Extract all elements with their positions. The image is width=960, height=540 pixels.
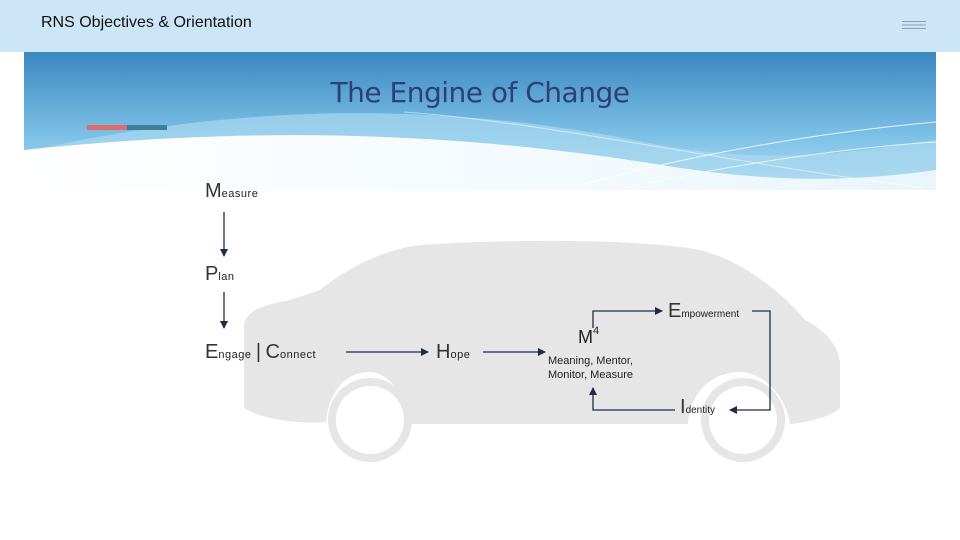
node-empowerment: Empowerment	[668, 300, 739, 323]
arrow-empowerment-to-identity	[729, 310, 771, 414]
header-title: RNS Objectives & Orientation	[41, 14, 252, 31]
empowerment-initial: E	[668, 300, 682, 322]
node-engage-connect: Engage | Connect	[205, 341, 316, 364]
m4-description-line1: Meaning, Mentor,	[548, 355, 633, 367]
engage-rest: ngage	[218, 349, 252, 361]
m4-description: Meaning, Mentor, Monitor, Measure	[548, 354, 658, 382]
hamburger-icon[interactable]	[902, 20, 926, 30]
identity-initial: I	[680, 396, 686, 418]
node-m4: M4	[578, 325, 600, 348]
plan-rest: lan	[218, 271, 235, 283]
arrow-m4-to-empowerment	[592, 307, 663, 328]
measure-initial: M	[205, 180, 222, 202]
m4-exponent: 4	[593, 325, 600, 337]
m4-base: M	[578, 327, 593, 347]
measure-rest: easure	[221, 188, 259, 200]
node-identity: Identity	[680, 396, 715, 419]
plan-initial: P	[205, 263, 219, 285]
hope-rest: ope	[450, 349, 471, 361]
identity-rest: dentity	[685, 405, 716, 416]
slide-title: The Engine of Change	[330, 76, 630, 109]
title-banner	[24, 52, 936, 190]
arrow-identity-to-m4	[589, 387, 675, 411]
engage-connect-separator: |	[255, 341, 262, 363]
accent-bar	[87, 125, 167, 130]
header-bar: RNS Objectives & Orientation	[0, 0, 960, 52]
node-plan: Plan	[205, 263, 235, 286]
node-measure: Measure	[205, 180, 258, 203]
empowerment-rest: mpowerment	[681, 309, 740, 320]
hope-initial: H	[436, 341, 451, 363]
m4-description-line2: Monitor, Measure	[548, 369, 633, 381]
connect-initial: C	[265, 341, 280, 363]
engage-initial: E	[205, 341, 219, 363]
node-hope: Hope	[436, 341, 470, 364]
connect-rest: onnect	[280, 349, 317, 361]
